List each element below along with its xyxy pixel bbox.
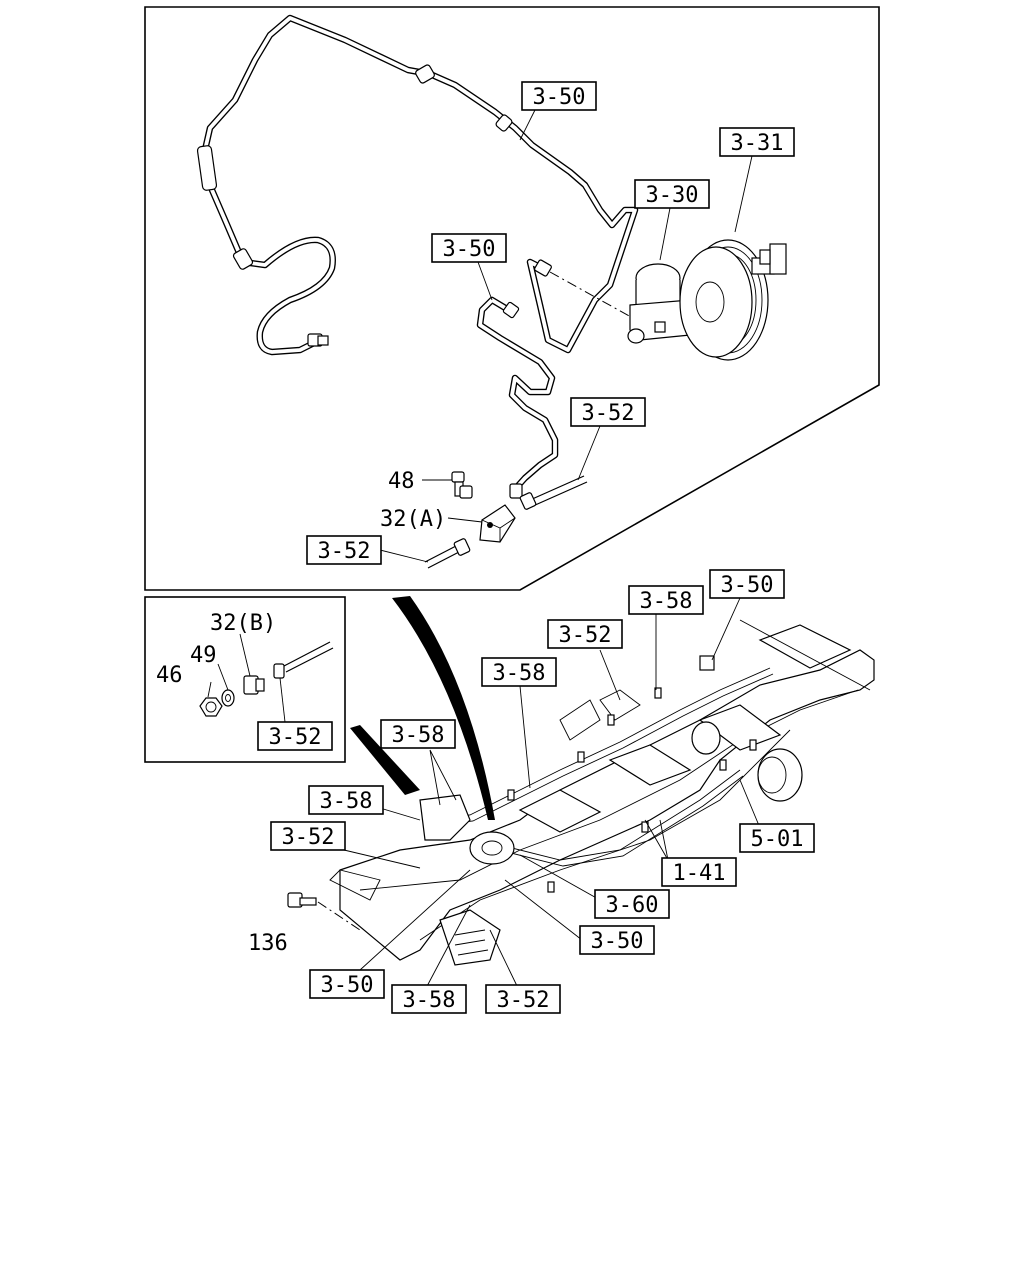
label-49: 49 [190,643,217,668]
callout-3-58-a: 3-58 [628,585,704,615]
svg-text:1-41: 1-41 [673,861,726,886]
callout-3-58-b: 3-58 [481,657,557,687]
label-48: 48 [388,469,415,494]
pipe-stub-32a [424,475,588,569]
callout-1-41: 1-41 [661,857,737,887]
callout-3-50-b: 3-50 [431,233,507,263]
callout-3-50-d: 3-50 [579,925,655,955]
brake-pipe-mid [476,296,559,499]
svg-text:3-60: 3-60 [606,893,659,918]
brake-pipe-long [196,14,639,356]
callout-3-50-e: 3-50 [309,969,385,999]
inset-panel-border [144,596,346,763]
callout-3-30: 3-30 [634,179,710,209]
callout-5-01: 5-01 [739,823,815,853]
connector-32b [243,675,265,695]
bolt-136 [287,892,361,931]
pointer-wedge-main [392,596,495,820]
three-way-joint-32a [479,504,516,543]
callout-3-58-d: 3-58 [308,785,384,815]
bolt-48 [451,471,473,499]
svg-text:3-52: 3-52 [497,988,550,1013]
nut-46 [199,697,223,717]
washer-49 [221,689,235,707]
callout-3-50-a: 3-50 [521,81,597,111]
svg-text:3-52: 3-52 [559,623,612,648]
detail-panel-border [144,6,880,591]
callout-3-52-inset: 3-52 [257,721,333,751]
svg-text:3-52: 3-52 [282,825,335,850]
vehicle-frame [329,619,875,966]
label-32b: 32(B) [210,611,276,636]
pointer-wedge-left [350,725,420,795]
label-46: 46 [156,663,183,688]
leader-32b [239,633,251,677]
leader-46 [207,681,212,698]
brake-booster [679,239,787,361]
svg-text:5-01: 5-01 [751,827,804,852]
callout-3-58-e: 3-58 [391,984,467,1014]
callout-3-52-d: 3-52 [270,821,346,851]
label-136: 136 [248,931,288,956]
callout-3-50-c: 3-50 [709,569,785,599]
fitting-bolt-left [307,333,329,347]
callout-3-52-b: 3-52 [306,535,382,565]
svg-text:3-50: 3-50 [321,973,374,998]
leader-flare-to-mc [549,271,641,323]
svg-text:3-58: 3-58 [320,789,373,814]
callout-3-52-e: 3-52 [485,984,561,1014]
svg-text:3-58: 3-58 [392,723,445,748]
svg-text:3-52: 3-52 [318,539,371,564]
svg-text:3-31: 3-31 [731,131,784,156]
leader-3-52-inset [279,677,286,723]
svg-text:3-52: 3-52 [582,401,635,426]
svg-text:3-50: 3-50 [591,929,644,954]
callout-3-52-c: 3-52 [547,619,623,649]
svg-text:3-58: 3-58 [403,988,456,1013]
callout-3-60: 3-60 [594,889,670,919]
pipe-3-52-inset [273,641,334,679]
svg-text:3-58: 3-58 [640,589,693,614]
svg-text:3-50: 3-50 [443,237,496,262]
callout-3-58-c: 3-58 [380,719,456,749]
leader-49 [217,663,229,691]
svg-text:3-52: 3-52 [269,725,322,750]
callout-3-52-a: 3-52 [570,397,646,427]
svg-text:3-58: 3-58 [493,661,546,686]
svg-text:3-50: 3-50 [721,573,774,598]
label-32a: 32(A) [380,507,446,532]
callout-3-31: 3-31 [719,127,795,157]
svg-text:3-30: 3-30 [646,183,699,208]
leader-lines [343,109,761,991]
svg-text:3-50: 3-50 [533,85,586,110]
flare-nut-upper [534,259,552,277]
